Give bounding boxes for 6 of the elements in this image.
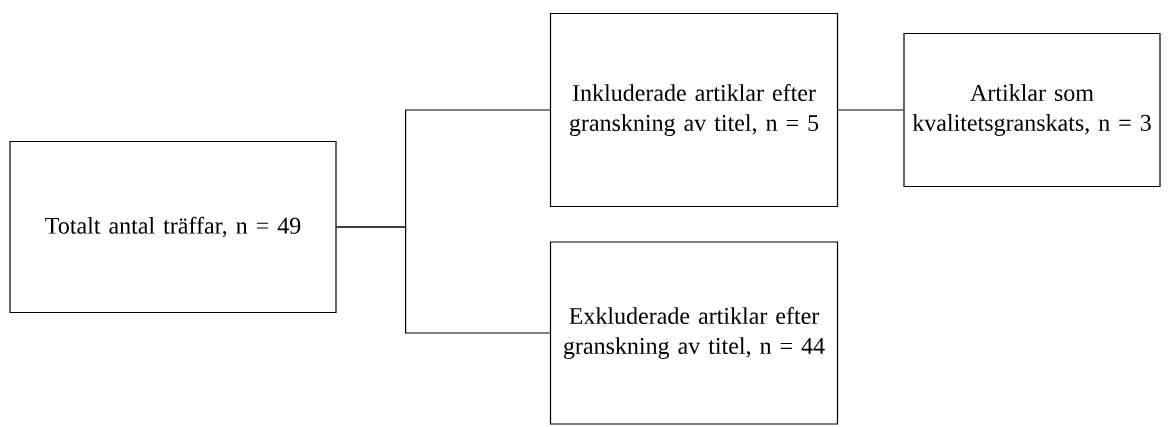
process-box: Artiklar som kvalitetsgranskats, n = 3 <box>903 32 1161 188</box>
connector-line <box>837 109 904 111</box>
process-box: Inkluderade artiklar efter granskning av titel, n = 5 <box>549 12 839 208</box>
connector-line <box>336 226 551 334</box>
process-box: Totalt antal träffar, n = 49 <box>9 140 337 314</box>
process-box: Exkluderade artiklar efter granskning av titel, n = 44 <box>549 241 839 425</box>
